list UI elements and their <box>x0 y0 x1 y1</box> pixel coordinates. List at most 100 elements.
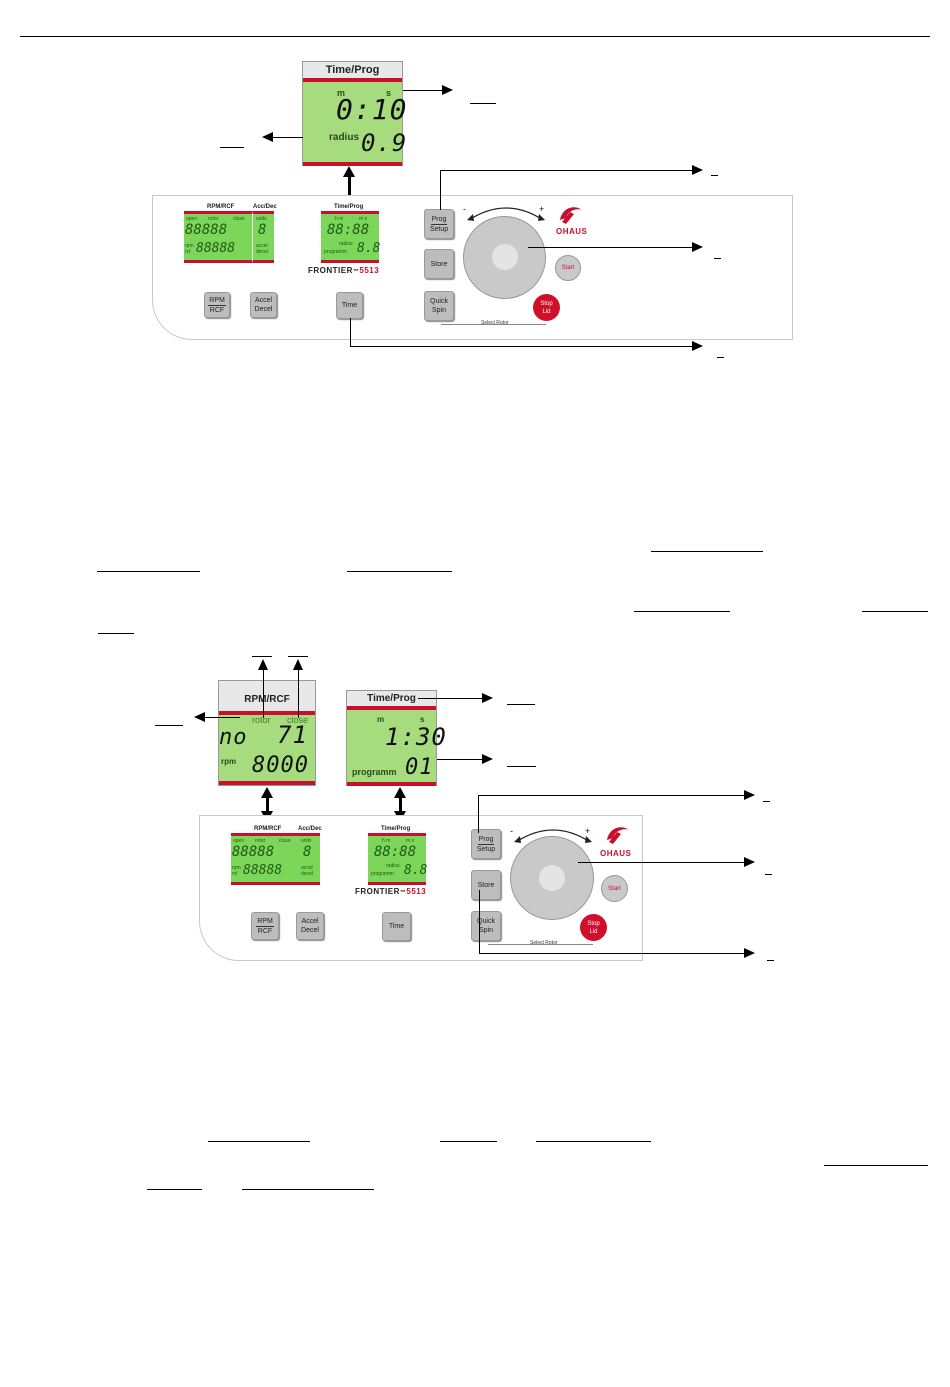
lcd-accel: accel <box>256 243 268 249</box>
lcd-decel: decel <box>256 249 268 255</box>
plus-sign-2: + <box>585 826 591 836</box>
zoom-header: Time/Prog <box>303 62 402 79</box>
lcd-seg-speed: 88888 <box>196 241 236 256</box>
prog-setup-button-top: Prog <box>430 215 448 225</box>
callout-store2-blank <box>767 960 774 961</box>
callout-rotor-line <box>263 668 264 718</box>
time-prog-header: Time/Prog <box>334 204 364 210</box>
minus-sign-2: - <box>510 826 513 836</box>
store-button-label: Store <box>430 260 448 268</box>
jog-dial-center <box>492 244 518 270</box>
callout-open-blank <box>155 725 183 726</box>
zoom-time2-red-bottom <box>347 782 436 786</box>
unit-s: s <box>386 88 392 98</box>
callout-open-line <box>205 717 240 718</box>
accel-decel-button-bottom: Decel <box>254 306 273 313</box>
rpm-rcf-lcd: open rotor close 88888 rpm rcf 88888 <box>184 211 252 263</box>
store-button-2[interactable]: Store <box>471 870 501 900</box>
store-button[interactable]: Store <box>424 249 454 279</box>
rpm-rcf-button[interactable]: RPM RCF <box>204 292 230 318</box>
zoom-rpm-rcf-display: RPM/RCF rotor close no 71 rpm 8000 <box>218 680 316 786</box>
time-button-2[interactable]: Time <box>382 912 411 941</box>
callout-prog-vertical <box>440 170 441 210</box>
start-button[interactable]: Start <box>555 255 581 281</box>
lcd-rpm: rpm <box>185 243 194 249</box>
quick-spin-button[interactable]: Quick Spin <box>424 291 454 321</box>
program-label: programm <box>352 767 397 777</box>
callout-knob-blank <box>714 258 721 259</box>
lcd-seg-prog-2: 8.8 <box>404 863 428 878</box>
stop-lid-button-2[interactable]: Stop Lid <box>580 914 607 941</box>
lcd-open: open <box>186 216 198 222</box>
stop-lid-button[interactable]: Stop Lid <box>533 294 560 321</box>
callout-radius-line <box>272 137 303 138</box>
brand-name: FRONTIER <box>308 266 353 275</box>
rotor-label: rotor <box>252 715 271 725</box>
callout-time-horizontal <box>350 346 692 347</box>
rpm-rcf-button-2[interactable]: RPM RCF <box>251 912 279 940</box>
blank-underline <box>98 633 134 634</box>
lcd-ms: m s <box>359 216 368 222</box>
arrow-right-icon <box>482 754 493 764</box>
callout-prog2-horizontal <box>478 795 744 796</box>
radius-label: radius <box>329 132 360 143</box>
arrow-left-icon <box>194 712 205 722</box>
stop-lid-button-2-top: Stop <box>587 920 600 927</box>
rotor-number-readout: 71 <box>277 721 308 749</box>
zoom-link-shaft-rpm <box>266 797 269 813</box>
start-button-2[interactable]: Start <box>601 875 628 902</box>
arrow-right-icon <box>482 693 493 703</box>
accel-decel-button[interactable]: Accel Decel <box>250 292 277 318</box>
time-button[interactable]: Time <box>336 292 363 319</box>
ohaus-logo-icon <box>560 207 582 224</box>
time-prog-header-2: Time/Prog <box>381 826 411 832</box>
centrifuge-panel-2: RPM/RCF Acc/Dec open rotor close 88888 r… <box>199 815 643 961</box>
blank-underline <box>147 1189 202 1190</box>
blank-underline <box>824 1165 928 1166</box>
zoom-time2-red-top <box>347 706 436 710</box>
frontier-brand-2: FRONTIER™5513 <box>355 887 426 896</box>
arrow-up-icon <box>261 787 273 798</box>
accel-decel-button-2[interactable]: Accel Decel <box>296 912 324 940</box>
stop-lid-button-top: Stop <box>540 300 553 307</box>
radius-readout: 0.9 <box>361 129 408 157</box>
lcd-rcf: rcf <box>185 249 191 255</box>
rotor-no-readout: no <box>219 725 248 750</box>
header-rule <box>20 36 930 37</box>
brand-model-2: 5513 <box>406 887 427 896</box>
time-readout-2: 1:30 <box>385 723 447 751</box>
zoom-link-shaft <box>348 176 351 200</box>
ohaus-logo-text: OHAUS <box>556 227 588 236</box>
close-label: close <box>287 715 309 725</box>
quick-spin-button-2[interactable]: Quick Spin <box>471 911 501 941</box>
select-rotor-label: Select Rotor <box>481 320 509 326</box>
time-prog-lcd-2: h m m s 88:88 radius programm 8.8 <box>368 833 428 885</box>
brand-model: 5513 <box>359 266 380 275</box>
lcd-radius-2: radius <box>386 863 400 869</box>
rpm-rcf-lcd-2: open rotor close 88888 rpm rcf 88888 <box>231 833 298 885</box>
prog-setup-button-bottom: Setup <box>429 225 449 233</box>
callout-seconds-blank <box>470 103 496 104</box>
lcd-radius: radius <box>339 241 353 247</box>
arrow-left-icon <box>262 132 273 142</box>
callout-prog-horizontal <box>440 170 692 171</box>
prog-setup-button[interactable]: Prog Setup <box>424 209 454 239</box>
callout-prog2-vertical <box>478 795 479 833</box>
callout-program-line <box>437 759 482 760</box>
lcd-accel-2: accel <box>301 865 313 871</box>
prog-setup-button-2[interactable]: Prog Setup <box>471 829 501 859</box>
zoom-link-shaft-time <box>399 797 402 813</box>
blank-underline <box>242 1189 374 1190</box>
brand-tm-2: ™ <box>399 890 407 896</box>
blank-underline <box>536 1141 651 1142</box>
select-rotor-bracket-2 <box>488 944 593 945</box>
lcd-ms-2: m s <box>406 838 415 844</box>
brand-name-2: FRONTIER <box>355 887 400 896</box>
accel-decel-button-top: Accel <box>254 297 273 304</box>
callout-rotor-blank <box>252 656 272 657</box>
stop-lid-button-2-bottom: Lid <box>589 928 598 935</box>
rpm-rcf-button-2-bottom: RCF <box>257 927 273 935</box>
arrow-right-icon <box>692 242 703 252</box>
acc-dec-header: Acc/Dec <box>253 204 277 210</box>
arrow-up-icon <box>258 659 268 670</box>
